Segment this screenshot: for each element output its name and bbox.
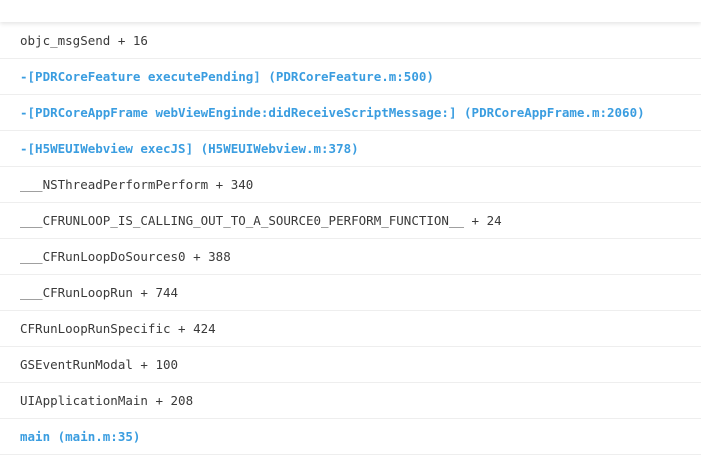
stack-frame-row[interactable]: CFRunLoopRunSpecific + 424 — [0, 311, 701, 347]
stack-frame-row[interactable]: UIApplicationMain + 208 — [0, 383, 701, 419]
stack-frame-text: ___CFRunLoopDoSources0 + 388 — [20, 249, 231, 264]
stack-frame-text: CFRunLoopRunSpecific + 424 — [20, 321, 216, 336]
stack-frame-text: -[PDRCoreFeature executePending] (PDRCor… — [20, 69, 434, 84]
header-bar — [0, 0, 701, 22]
stack-frame-row[interactable]: ___CFRUNLOOP_IS_CALLING_OUT_TO_A_SOURCE0… — [0, 203, 701, 239]
stack-frame-row[interactable]: main (main.m:35) — [0, 419, 701, 455]
stack-frame-text: main (main.m:35) — [20, 429, 141, 444]
stack-frame-text: UIApplicationMain + 208 — [20, 393, 194, 408]
stack-frame-text: GSEventRunModal + 100 — [20, 357, 179, 372]
stack-frame-row[interactable]: ___CFRunLoopRun + 744 — [0, 275, 701, 311]
stack-frame-row[interactable]: GSEventRunModal + 100 — [0, 347, 701, 383]
stack-frame-text: objc_msgSend + 16 — [20, 33, 148, 48]
stack-frame-row[interactable]: -[PDRCoreFeature executePending] (PDRCor… — [0, 59, 701, 95]
stack-frame-text: -[H5WEUIWebview execJS] (H5WEUIWebview.m… — [20, 141, 359, 156]
stack-frame-row[interactable]: -[PDRCoreAppFrame webViewEnginde:didRece… — [0, 95, 701, 131]
stack-frame-text: ___NSThreadPerformPerform + 340 — [20, 177, 254, 192]
stack-trace-list: objc_msgSend + 16 -[PDRCoreFeature execu… — [0, 23, 701, 455]
stack-frame-text: ___CFRUNLOOP_IS_CALLING_OUT_TO_A_SOURCE0… — [20, 213, 502, 228]
stack-frame-text: -[PDRCoreAppFrame webViewEnginde:didRece… — [20, 105, 645, 120]
stack-frame-row[interactable]: ___NSThreadPerformPerform + 340 — [0, 167, 701, 203]
stack-frame-row[interactable]: ___CFRunLoopDoSources0 + 388 — [0, 239, 701, 275]
stack-frame-row[interactable]: objc_msgSend + 16 — [0, 23, 701, 59]
stack-frame-row[interactable]: -[H5WEUIWebview execJS] (H5WEUIWebview.m… — [0, 131, 701, 167]
stack-frame-text: ___CFRunLoopRun + 744 — [20, 285, 179, 300]
